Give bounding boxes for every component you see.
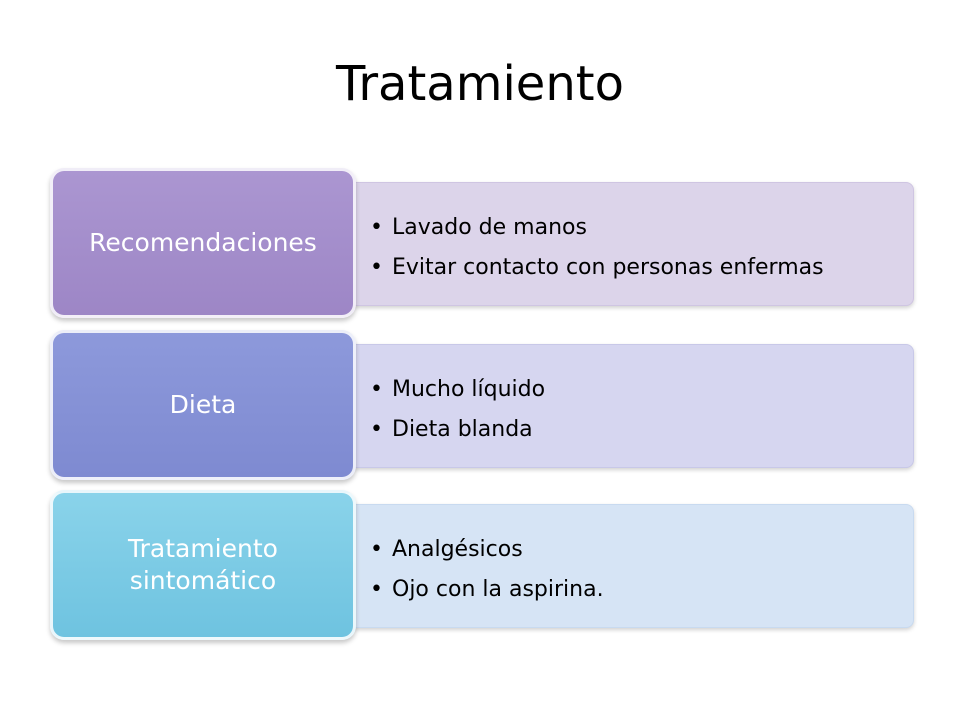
- tab-heading: Dieta: [50, 330, 356, 480]
- bullet-list: Mucho líquido Dieta blanda: [368, 370, 545, 450]
- tab-heading-label: Recomendaciones: [89, 227, 317, 259]
- tab-heading-label: Dieta: [170, 389, 237, 421]
- slide-title: Tratamiento: [336, 56, 624, 112]
- tab-heading: Recomendaciones: [50, 168, 356, 318]
- tab-heading-line: Dieta: [169, 390, 237, 419]
- row-dieta: Mucho líquido Dieta blanda Dieta: [50, 330, 914, 482]
- bullet-item: Dieta blanda: [368, 410, 545, 450]
- row-recomendaciones: Lavado de manos Evitar contacto con pers…: [50, 168, 914, 320]
- tab-heading-line: Recomendaciones: [89, 228, 317, 257]
- bullet-item: Mucho líquido: [368, 370, 545, 410]
- bullet-item: Lavado de manos: [368, 208, 824, 248]
- bullet-item: Analgésicos: [368, 530, 604, 570]
- tab-heading-line: Tratamiento: [128, 534, 278, 563]
- tab-heading: Tratamiento sintomático: [50, 490, 356, 640]
- row-tratamiento-sintomatico: Analgésicos Ojo con la aspirina. Tratami…: [50, 490, 914, 642]
- bullet-list: Lavado de manos Evitar contacto con pers…: [368, 208, 824, 288]
- tab-heading-label: Tratamiento sintomático: [128, 533, 278, 597]
- bullet-list: Analgésicos Ojo con la aspirina.: [368, 530, 604, 610]
- bullet-item: Evitar contacto con personas enfermas: [368, 248, 824, 288]
- tab-heading-line: sintomático: [129, 566, 277, 595]
- bullet-item: Ojo con la aspirina.: [368, 570, 604, 610]
